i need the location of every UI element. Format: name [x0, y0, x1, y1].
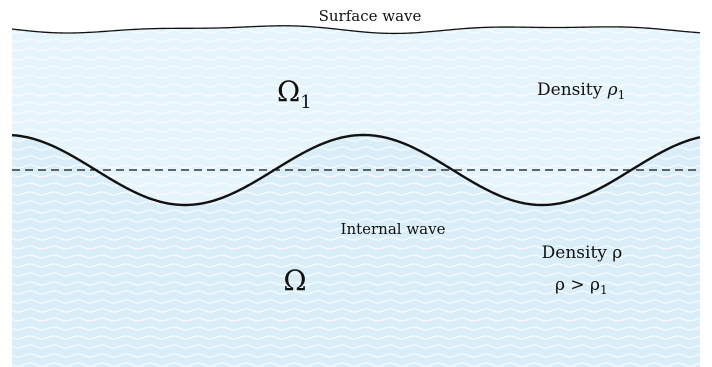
- internal-wave-line: [11, 133, 701, 207]
- lower-density-label: Density ρ: [542, 243, 623, 263]
- upper-density-subscript: 1: [618, 88, 626, 102]
- omega-1-label: Ω1: [277, 75, 312, 113]
- lower-ripple-texture: [12, 135, 700, 367]
- surface-wave-label: Surface wave: [319, 7, 422, 25]
- density-inequality: ρ > ρ1: [555, 275, 608, 297]
- upper-ripple-texture: [12, 25, 700, 206]
- omega-label: Ω: [283, 264, 306, 297]
- omega-1-subscript: 1: [300, 92, 311, 113]
- density-inequality-lhs: ρ > ρ: [555, 275, 600, 295]
- upper-density-symbol: ρ: [607, 80, 618, 100]
- surface-wave-line: [11, 25, 701, 35]
- upper-density-label: Density ρ1: [537, 80, 625, 102]
- density-inequality-subscript: 1: [600, 283, 608, 297]
- internal-wave-label: Internal wave: [341, 220, 446, 238]
- upper-density-prefix: Density: [537, 80, 608, 100]
- omega-1-symbol: Ω: [277, 75, 300, 108]
